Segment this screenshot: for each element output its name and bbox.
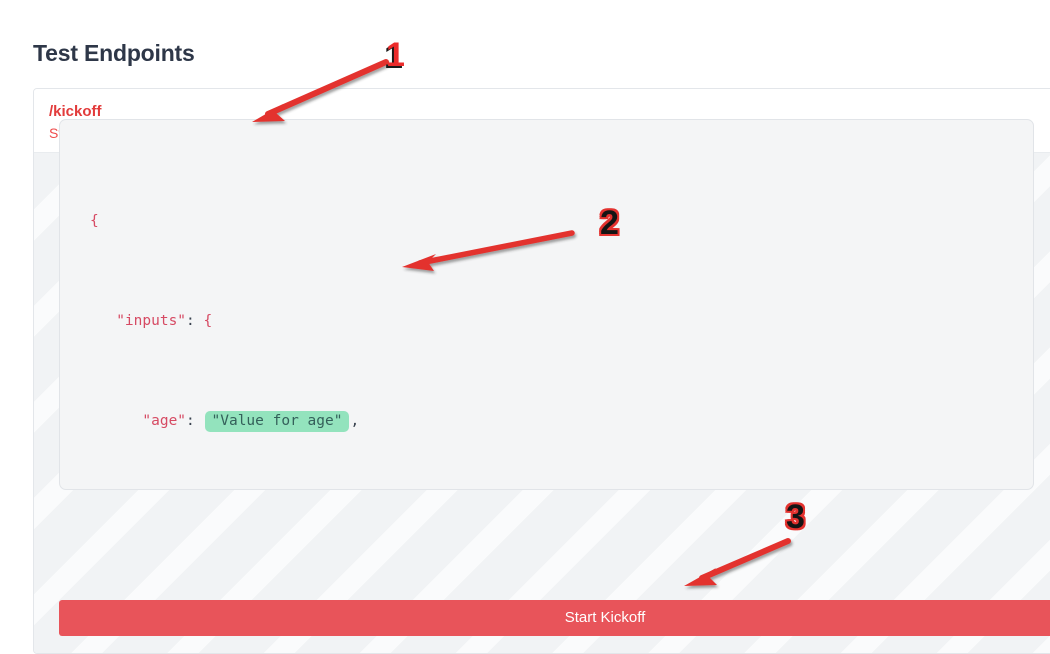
json-line-open: {	[90, 209, 1033, 234]
json-key-age: "age"	[142, 413, 187, 429]
json-value-age[interactable]: "Value for age"	[204, 411, 350, 432]
annotation-marker-1: 1	[386, 36, 405, 74]
start-kickoff-button-label: Start Kickoff	[564, 609, 646, 626]
json-comma: ,	[350, 413, 360, 429]
json-open-brace: {	[90, 213, 99, 229]
start-kickoff-button[interactable]: Start Kickoff	[59, 600, 1050, 636]
annotation-marker-3: 3	[786, 498, 805, 536]
endpoint-path: /kickoff	[49, 103, 102, 120]
json-field-row: "age": "Value for age",	[90, 409, 1033, 434]
json-inputs-open-brace: {	[203, 313, 213, 329]
json-line-inputs: "inputs": {	[90, 309, 1033, 334]
json-key-inputs: "inputs"	[116, 313, 187, 329]
annotation-marker-2: 2	[600, 204, 619, 242]
json-colon: :	[186, 413, 195, 429]
json-code[interactable]: { "inputs": { "age": "Value for age", "o…	[60, 134, 1033, 489]
json-colon: :	[186, 313, 195, 329]
page-title: Test Endpoints	[33, 40, 195, 66]
json-content-editor[interactable]: { "inputs": { "age": "Value for age", "o…	[59, 119, 1034, 490]
